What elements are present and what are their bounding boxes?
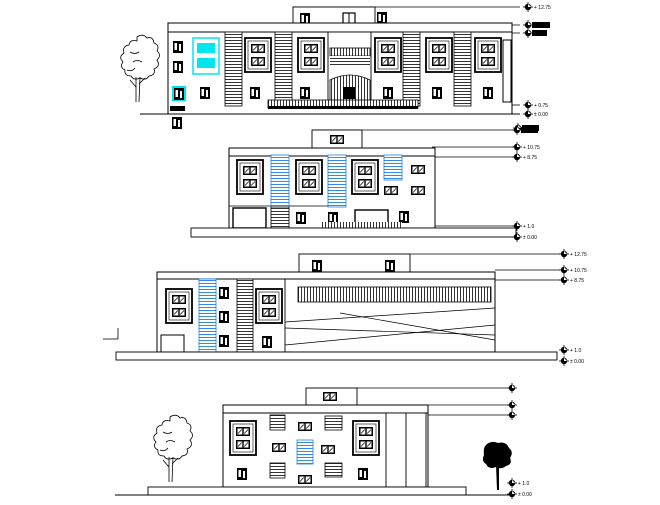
tree-outline-icon bbox=[120, 34, 160, 103]
tree-solid-icon bbox=[482, 441, 512, 490]
level-label: + 1.0 bbox=[570, 348, 581, 354]
level-label: + 1.0 bbox=[523, 224, 534, 230]
level-label: + 12.75 bbox=[534, 5, 551, 11]
cyan-window bbox=[197, 43, 215, 68]
level-label: ± 0.00 bbox=[534, 112, 548, 118]
level-label: + 10.75 bbox=[570, 268, 587, 274]
level-label: + 10.75 bbox=[523, 145, 540, 151]
level-label: ± 0.00 bbox=[570, 359, 584, 365]
level-label: + 8.75 bbox=[570, 278, 584, 284]
tree-outline-icon bbox=[153, 414, 193, 483]
front-elevation: + 12.75 + 0.75 ± 0.00 bbox=[120, 1, 551, 134]
level-label: + 12.75 bbox=[570, 252, 587, 258]
level-label: + 0.75 bbox=[534, 103, 548, 109]
rear-elevation: + 12.75 + 10.75 + 8.75 + 1.0 ± 0.00 bbox=[103, 248, 587, 367]
side-elevation-1: + 10.75 + 8.75 + 1.0 ± 0.00 bbox=[190, 124, 540, 243]
level-label: ± 0.00 bbox=[523, 235, 537, 241]
side-elevation-2: + 1.0 ± 0.00 bbox=[115, 382, 532, 500]
level-label: + 8.75 bbox=[523, 155, 537, 161]
level-label: + 1.0 bbox=[518, 481, 529, 487]
level-label: ± 0.00 bbox=[518, 492, 532, 498]
